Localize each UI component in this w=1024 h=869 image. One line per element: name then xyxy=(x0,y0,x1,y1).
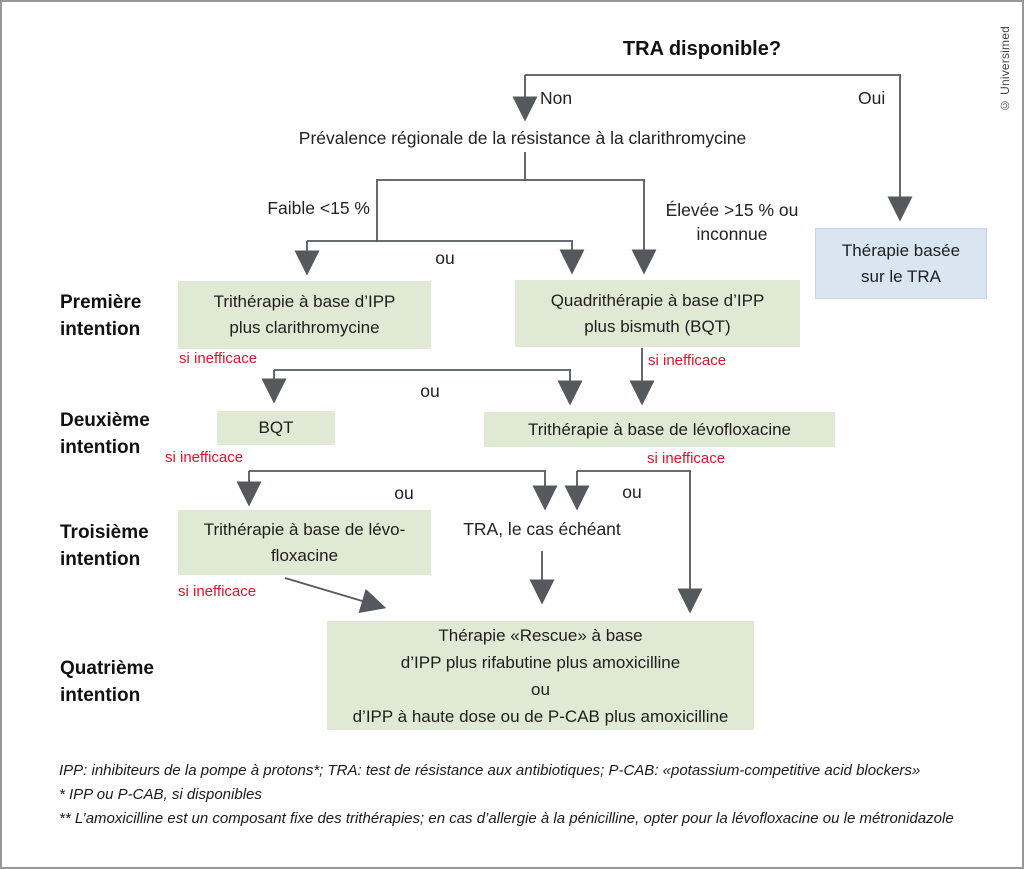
node-rescue-therapy-line4: d’IPP à haute dose ou de P-CAB plus amox… xyxy=(352,706,729,726)
node-levofloxacine-triple: Trithérapie à base de lévofloxacine xyxy=(484,412,835,447)
si-inefficace-4: si inefficace xyxy=(647,450,726,467)
ou-label-4: ou xyxy=(622,482,642,502)
stage-label-first: Première intention xyxy=(60,292,142,340)
node-first-line-right-line1: Quadrithérapie à base d’IPP xyxy=(550,290,765,310)
branch-label-non: Non xyxy=(540,88,573,108)
node-first-line-right-line2: plus bismuth (BQT) xyxy=(584,316,731,336)
node-first-line-right: Quadrithérapie à base d’IPP plus bismuth… xyxy=(515,280,800,347)
node-rescue-therapy-line3: ou xyxy=(531,679,550,699)
stage-label-second: Deuxième intention xyxy=(60,410,150,458)
condition-elevee-line1: Élevée >15 % ou xyxy=(665,200,799,220)
node-tra-option: TRA, le cas échéant xyxy=(463,519,621,539)
footnotes: IPP: inhibiteurs de la pompe à protons*;… xyxy=(59,762,989,834)
node-first-line-left: Trithérapie à base d’IPP plus clarithrom… xyxy=(178,281,431,349)
diagram-title: TRA disponible? xyxy=(622,38,782,60)
footnote-abbreviations: IPP: inhibiteurs de la pompe à protons*;… xyxy=(59,762,921,779)
node-first-line-left-line1: Trithérapie à base d’IPP xyxy=(213,292,396,311)
si-inefficace-5: si inefficace xyxy=(178,583,257,600)
node-bqt-line1: BQT xyxy=(258,418,294,437)
node-rescue-therapy-line2: d’IPP plus rifabutine plus amoxicilline xyxy=(400,652,681,672)
node-levofloxacine-third-line1: Trithérapie à base de lévo- xyxy=(203,519,406,539)
ou-label-3: ou xyxy=(394,483,414,503)
arrow-fourth-diagonal xyxy=(284,577,387,614)
branch-label-oui: Oui xyxy=(858,88,886,108)
node-bqt: BQT xyxy=(217,411,335,445)
question-prevalence: Prévalence régionale de la résistance à … xyxy=(298,128,747,148)
ou-label-1: ou xyxy=(435,248,455,268)
node-levofloxacine-triple-line1: Trithérapie à base de lévofloxacine xyxy=(527,419,792,439)
footnote-double-asterisk: ** L’amoxicilline est un composant fixe … xyxy=(59,810,954,827)
stage-label-third: Troisième intention xyxy=(60,522,149,570)
node-levofloxacine-third-line2: floxacine xyxy=(270,545,339,565)
node-levofloxacine-third: Trithérapie à base de lévo- floxacine xyxy=(178,510,431,575)
si-inefficace-1: si inefficace xyxy=(179,350,258,367)
node-tra-based-therapy-line1: Thérapie basée xyxy=(841,240,961,260)
node-rescue-therapy: Thérapie «Rescue» à base d’IPP plus rifa… xyxy=(327,621,754,730)
condition-elevee: Élevée >15 % ou inconnue xyxy=(652,198,812,246)
si-inefficace-2: si inefficace xyxy=(648,352,727,369)
node-rescue-therapy-line1: Thérapie «Rescue» à base xyxy=(438,625,643,645)
copyright-credit: © Universimed xyxy=(998,26,1012,113)
node-tra-based-therapy-line2: sur le TRA xyxy=(861,266,941,286)
node-first-line-left-line2: plus clarithromycine xyxy=(229,318,380,337)
node-tra-based-therapy: Thérapie basée sur le TRA xyxy=(815,228,987,299)
stage-label-fourth: Quatrième intention xyxy=(60,658,154,706)
condition-elevee-line2: inconnue xyxy=(696,224,768,244)
si-inefficace-3: si inefficace xyxy=(165,449,244,466)
ou-label-2: ou xyxy=(420,381,440,401)
condition-faible: Faible <15 % xyxy=(267,198,370,218)
footnote-asterisk: * IPP ou P-CAB, si disponibles xyxy=(59,786,262,803)
